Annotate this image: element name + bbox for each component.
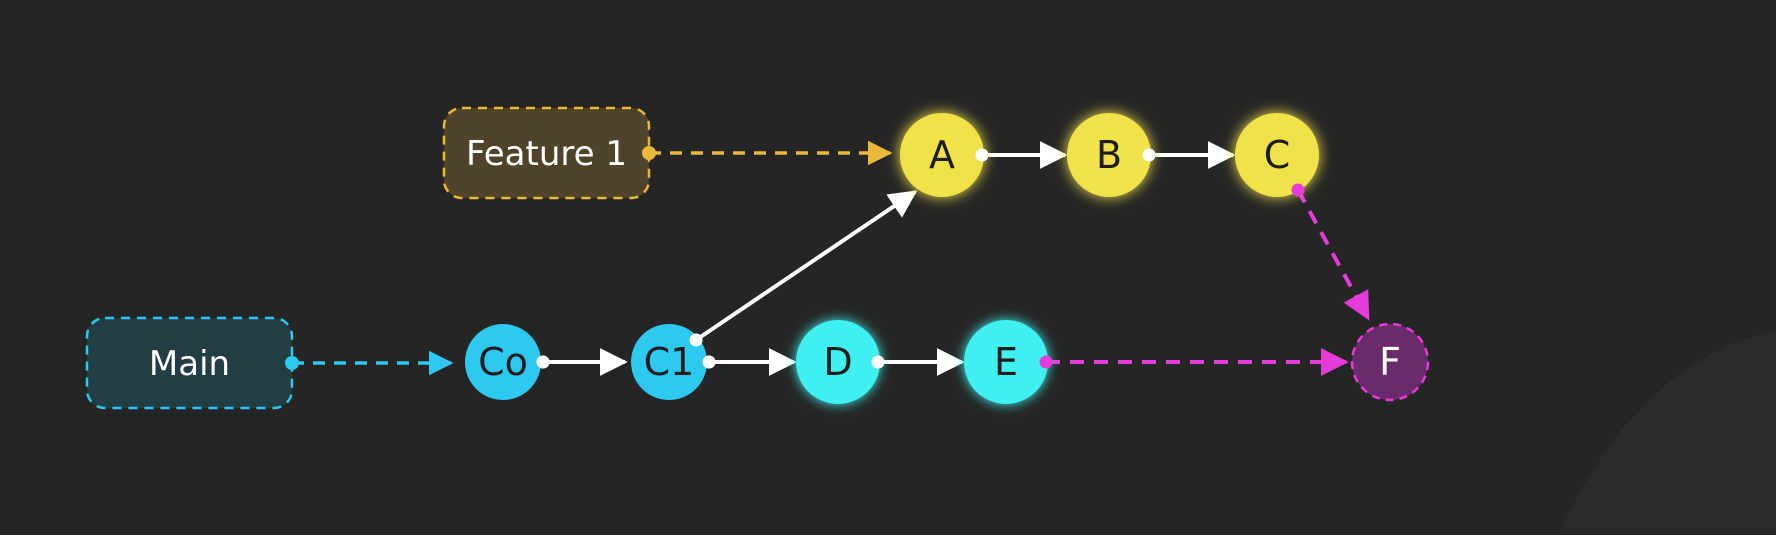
commit-label-C: C: [1264, 133, 1291, 177]
commit-circle-F: [1350, 322, 1430, 402]
edge-C1-A: [694, 190, 918, 342]
commit-A[interactable]: A: [900, 113, 984, 197]
commit-label-A: A: [929, 133, 955, 177]
connector-dot-C0-C1: [536, 355, 550, 369]
commit-label-E: E: [994, 340, 1018, 384]
edge-C-F: [1296, 189, 1370, 321]
merge-dot-E-F: [1039, 355, 1053, 369]
commit-label-C1: C1: [644, 340, 695, 384]
background-curve: [1560, 330, 1776, 531]
branch-labels-layer: Feature 1 Main: [85, 106, 893, 410]
connector-dot-B-C: [1142, 148, 1156, 162]
branch-label-text-main: Main: [149, 344, 230, 384]
commit-circle-D: [796, 320, 880, 404]
commit-E[interactable]: E: [964, 320, 1048, 404]
commits-layer: Co C1 D E A B C F: [465, 113, 1430, 404]
commit-circle-B: [1067, 113, 1151, 197]
commit-B[interactable]: B: [1067, 113, 1151, 197]
commit-C[interactable]: C: [1235, 113, 1319, 197]
commit-circle-E: [964, 320, 1048, 404]
commit-circle-A: [900, 113, 984, 197]
commit-C0[interactable]: Co: [465, 324, 541, 400]
connector-dot-D-E: [871, 355, 885, 369]
connector-dot-A-B: [975, 148, 989, 162]
branch-label-main[interactable]: Main: [85, 316, 294, 410]
branch-pointer-dot-feature1: [642, 146, 656, 160]
branch-label-text-feature1: Feature 1: [466, 134, 627, 174]
connector-dot-C1-D: [702, 355, 716, 369]
commit-D[interactable]: D: [796, 320, 880, 404]
commit-label-D: D: [823, 340, 852, 384]
commit-label-B: B: [1096, 133, 1122, 177]
commit-F[interactable]: F: [1350, 322, 1430, 402]
connector-dot-C1-A: [689, 333, 703, 347]
commit-circle-C0: [465, 324, 541, 400]
commit-circle-C1: [631, 324, 707, 400]
commit-label-C0: Co: [478, 340, 528, 384]
branch-label-feature1[interactable]: Feature 1: [442, 106, 651, 200]
commit-circle-C: [1235, 113, 1319, 197]
commit-C1[interactable]: C1: [631, 324, 707, 400]
commit-label-F: F: [1379, 340, 1401, 384]
branch-pointer-dot-main: [285, 356, 299, 370]
merge-dot-C-F: [1291, 183, 1305, 197]
